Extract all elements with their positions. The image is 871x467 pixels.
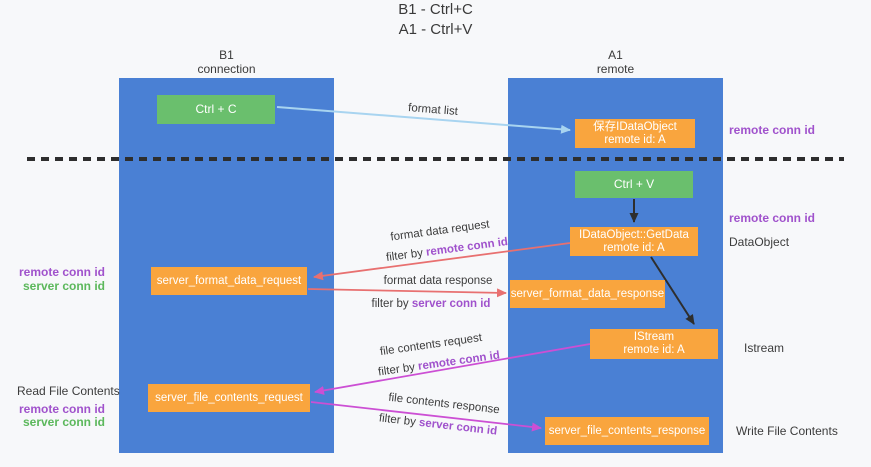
idataobject-getdata-node: IDataObject::GetData remote id: A — [570, 227, 698, 256]
istream-line1: IStream — [633, 331, 675, 343]
left-remote-conn-id-top: remote conn id — [18, 265, 105, 279]
filter-server-conn-id-label-1: filter by server conn id — [372, 298, 491, 310]
file-response-label: server_file_contents_response — [548, 424, 706, 437]
ctrl-c-node: Ctrl + C — [157, 95, 275, 124]
save-idataobject-node: 保存IDataObject remote id: A — [575, 119, 695, 148]
istream-line2: remote id: A — [623, 344, 685, 356]
left-column-header: B1 connection — [119, 48, 334, 76]
right-remote-conn-id-mid: remote conn id — [729, 211, 816, 225]
filter-prefix-4: filter by — [378, 412, 420, 429]
ctrl-v-label: Ctrl + V — [613, 177, 655, 191]
filter-server-conn-id-label-2: filter by server conn id — [378, 412, 497, 437]
left-column-name: B1 — [219, 48, 234, 62]
server-conn-id-text-1: server conn id — [411, 298, 491, 310]
left-remote-conn-id-bottom: remote conn id — [18, 402, 105, 416]
write-file-contents-label: Write File Contents — [736, 424, 838, 438]
dashed-divider — [27, 157, 844, 161]
left-server-conn-id-top: server conn id — [22, 279, 105, 293]
server-file-contents-response-node: server_file_contents_response — [545, 417, 709, 445]
getdata-line2: remote id: A — [603, 241, 665, 254]
format-response-label: server_format_data_response — [510, 287, 665, 300]
server-format-data-response-node: server_format_data_response — [510, 280, 665, 308]
server-format-data-request-node: server_format_data_request — [151, 267, 307, 295]
ctrl-c-label: Ctrl + C — [195, 102, 237, 116]
right-remote-conn-id-top: remote conn id — [729, 123, 816, 137]
getdata-line1: IDataObject::GetData — [579, 228, 689, 241]
format-request-label: server_format_data_request — [156, 274, 302, 287]
left-column-sub: connection — [197, 62, 256, 76]
dataobject-label: DataObject — [729, 235, 790, 249]
title-line-1: B1 - Ctrl+C — [398, 1, 473, 18]
format-data-response-label: format data response — [383, 275, 493, 287]
title-line-2: A1 - Ctrl+V — [398, 21, 473, 38]
server-conn-id-text-2: server conn id — [418, 416, 498, 438]
right-column-sub: remote — [596, 62, 635, 76]
format-list-label: format list — [407, 102, 459, 118]
left-server-conn-id-bottom: server conn id — [22, 415, 105, 429]
ctrl-v-node: Ctrl + V — [575, 171, 693, 198]
page-title: B1 - Ctrl+C A1 - Ctrl+V — [0, 0, 871, 40]
right-column-header: A1 remote — [508, 48, 723, 76]
right-column-name: A1 — [608, 48, 623, 62]
remote-conn-id-text-1: remote conn id — [425, 236, 509, 259]
filter-prefix-1: filter by — [385, 246, 427, 264]
save-idataobject-line2: remote id: A — [604, 133, 666, 146]
format-data-response-arrow — [307, 288, 507, 298]
filter-prefix-2: filter by — [371, 298, 412, 310]
istream-node: IStream remote id: A — [590, 329, 718, 359]
filter-prefix-3: filter by — [377, 360, 419, 379]
read-file-contents-label: Read File Contents — [17, 384, 120, 398]
istream-side-label: Istream — [744, 341, 785, 355]
save-idataobject-line1: 保存IDataObject — [593, 120, 677, 133]
remote-conn-id-text-2: remote conn id — [417, 349, 501, 373]
server-file-contents-request-node: server_file_contents_request — [148, 384, 310, 412]
file-request-label: server_file_contents_request — [155, 391, 303, 404]
file-contents-response-label: file contents response — [387, 391, 501, 417]
